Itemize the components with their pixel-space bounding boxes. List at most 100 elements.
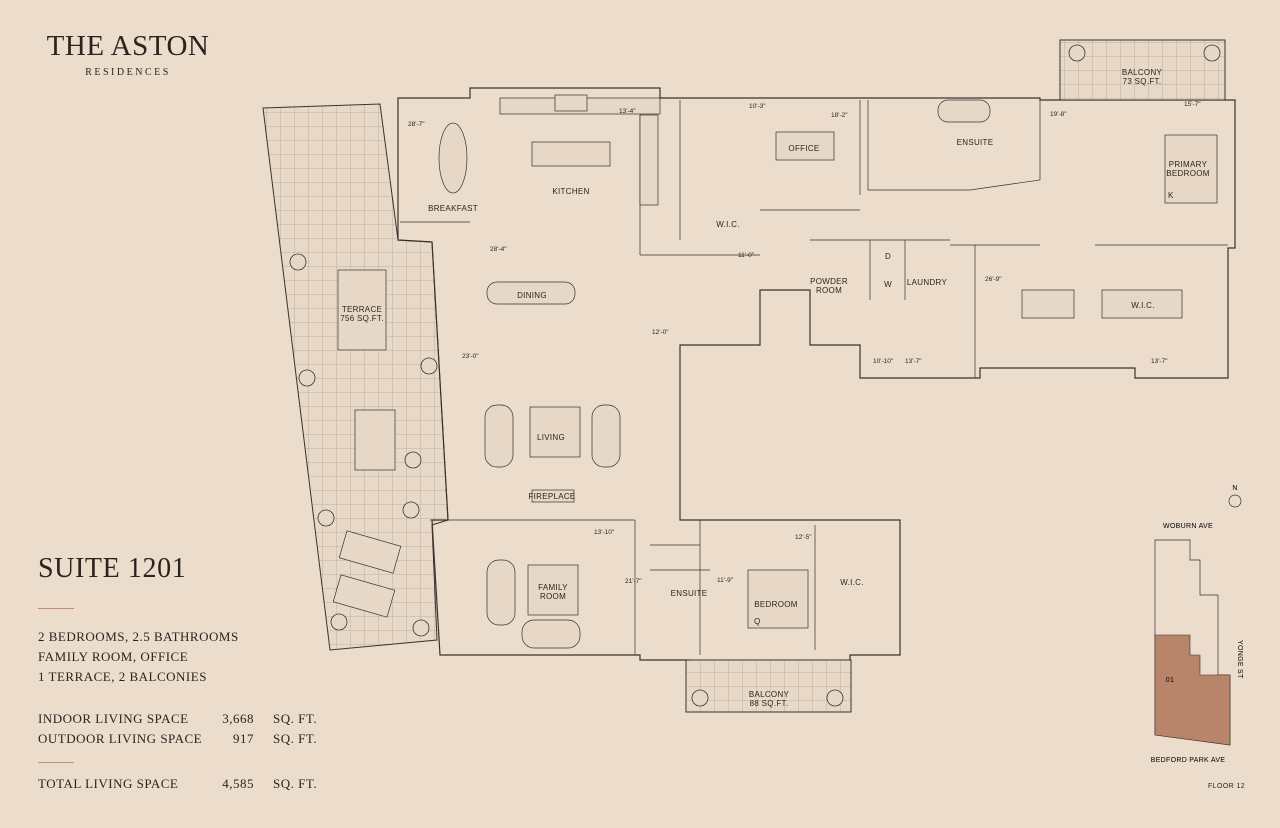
dim-family-d: 21'-7" bbox=[625, 578, 642, 585]
room-label-living: LIVING bbox=[537, 433, 565, 442]
primary-bed bbox=[1164, 134, 1218, 204]
floor-label: FLOOR 12 bbox=[1208, 783, 1246, 790]
appliance-dryer: D bbox=[885, 252, 891, 261]
dim-primary-d: 15'-7" bbox=[1184, 101, 1201, 108]
key-map: N WOBURN AVE YONGE ST BEDFORD PARK AVE 0… bbox=[1151, 485, 1243, 764]
unit-highlight bbox=[1154, 634, 1231, 746]
street-bottom: BEDFORD PARK AVE bbox=[1151, 757, 1226, 764]
room-label-powder-2: ROOM bbox=[816, 286, 842, 295]
room-label-wic-bed: W.I.C. bbox=[840, 578, 864, 587]
dim-wic-primary-w: 26'-9" bbox=[985, 276, 1002, 283]
dim-family-w: 13'-10" bbox=[594, 529, 615, 536]
office-desk bbox=[775, 131, 835, 161]
room-label-terrace-2: 756 SQ.FT. bbox=[340, 314, 383, 323]
feature-outdoor: 1 TERRACE, 2 BALCONIES bbox=[38, 669, 207, 684]
stat-total: TOTAL LIVING SPACE 4,585 SQ. FT. bbox=[38, 776, 338, 796]
dim-wic-office: 11'-0" bbox=[738, 252, 755, 259]
room-label-primary-1: PRIMARY bbox=[1169, 160, 1208, 169]
room-label-balcony-bottom-1: BALCONY bbox=[749, 690, 790, 699]
living-sofa-right bbox=[591, 404, 621, 468]
terrace-sofa bbox=[354, 409, 396, 471]
dim-wic-primary-d: 13'-7" bbox=[1151, 358, 1168, 365]
feature-rooms: FAMILY ROOM, OFFICE bbox=[38, 649, 189, 664]
stat-indoor: INDOOR LIVING SPACE 3,668 SQ. FT. bbox=[38, 711, 338, 731]
room-label-fireplace: FIREPLACE bbox=[528, 492, 575, 501]
area-total: TOTAL LIVING SPACE 4,585 SQ. FT. bbox=[38, 776, 338, 796]
kitchen-counter-side bbox=[639, 114, 659, 206]
terrace-lounger bbox=[338, 530, 402, 574]
street-right: YONGE ST bbox=[1236, 640, 1243, 679]
dim-bedroom-d: 12'-5" bbox=[795, 534, 812, 541]
room-label-ensuite-bed: ENSUITE bbox=[671, 589, 708, 598]
brand-subtitle: RESIDENCES bbox=[85, 67, 171, 78]
stat-unit: SQ. FT. bbox=[273, 711, 318, 726]
divider-rule bbox=[38, 608, 74, 609]
wic-island bbox=[1021, 289, 1075, 319]
ensuite-tub bbox=[937, 99, 991, 123]
dim-laundry-2: 13'-7" bbox=[905, 358, 922, 365]
room-label-breakfast: BREAKFAST bbox=[428, 204, 478, 213]
compass-icon bbox=[1228, 494, 1242, 508]
appliance-washer: W bbox=[884, 280, 892, 289]
balcony-top bbox=[1059, 39, 1226, 101]
room-label-ensuite: ENSUITE bbox=[957, 138, 994, 147]
balcony-bottom bbox=[685, 659, 852, 713]
room-label-primary-2: BEDROOM bbox=[1166, 169, 1209, 178]
dim-dining: 28'-4" bbox=[490, 246, 507, 253]
kitchen-island bbox=[531, 141, 611, 167]
room-label-balcony-top-2: 73 SQ.FT. bbox=[1123, 77, 1162, 86]
family-lounge bbox=[521, 619, 581, 649]
family-coffee-table bbox=[527, 564, 579, 616]
dining-table bbox=[486, 281, 576, 305]
kitchen-cooktop bbox=[554, 94, 588, 112]
room-label-wic-office: W.I.C. bbox=[716, 220, 740, 229]
room-label-family-1: FAMILY bbox=[538, 583, 568, 592]
dim-bedroom-w: 11'-9" bbox=[717, 577, 734, 584]
stat-value: 3,668 bbox=[222, 711, 254, 726]
terrace-deck bbox=[262, 103, 449, 651]
dim-office-w: 10'-3" bbox=[749, 103, 766, 110]
room-label-wic-primary: W.I.C. bbox=[1131, 301, 1155, 310]
street-top: WOBURN AVE bbox=[1163, 523, 1213, 530]
living-coffee-table bbox=[529, 406, 581, 458]
room-label-office: OFFICE bbox=[788, 144, 819, 153]
dim-primary-w: 19'-8" bbox=[1050, 111, 1067, 118]
room-label-family-2: ROOM bbox=[540, 592, 566, 601]
dim-terrace: 23'-0" bbox=[462, 353, 479, 360]
fireplace bbox=[531, 489, 575, 503]
exterior-wall bbox=[397, 87, 1236, 706]
suite-features: 2 BEDROOMS, 2.5 BATHROOMS FAMILY ROOM, O… bbox=[38, 627, 239, 687]
living-sofa-left bbox=[484, 404, 514, 468]
divider-rule bbox=[38, 762, 74, 763]
room-label-balcony-top-1: BALCONY bbox=[1122, 68, 1163, 77]
room-label-laundry: LAUNDRY bbox=[907, 278, 948, 287]
dim-breakfast: 28'-7" bbox=[408, 121, 425, 128]
brand-title: THE ASTON bbox=[46, 30, 210, 62]
interior-walls bbox=[397, 98, 1228, 655]
room-label-terrace-1: TERRACE bbox=[342, 305, 382, 314]
stat-label: INDOOR LIVING SPACE bbox=[38, 711, 189, 726]
area-stats: INDOOR LIVING SPACE 3,668 SQ. FT. OUTDOO… bbox=[38, 711, 338, 751]
stat-value: 917 bbox=[233, 731, 254, 746]
dim-office-d: 18'-2" bbox=[831, 112, 848, 119]
stat-outdoor: OUTDOOR LIVING SPACE 917 SQ. FT. bbox=[38, 731, 338, 751]
unit-number: 01 bbox=[1166, 677, 1174, 684]
dim-hall: 12'-0" bbox=[652, 329, 669, 336]
feature-bedrooms: 2 BEDROOMS, 2.5 BATHROOMS bbox=[38, 629, 239, 644]
room-label-kitchen: KITCHEN bbox=[552, 187, 589, 196]
room-label-dining: DINING bbox=[517, 291, 547, 300]
suite-title: SUITE 1201 bbox=[38, 553, 187, 584]
terrace-lounger bbox=[332, 574, 396, 618]
bed-size-k: K bbox=[1168, 191, 1174, 200]
stat-label: TOTAL LIVING SPACE bbox=[38, 776, 179, 791]
north-label: N bbox=[1232, 485, 1237, 492]
brand-logo: THE ASTON RESIDENCES bbox=[38, 30, 218, 79]
dim-kitchen: 13'-4" bbox=[619, 108, 636, 115]
plant-icons bbox=[289, 44, 1221, 707]
stat-value: 4,585 bbox=[222, 776, 254, 791]
room-label-bedroom: BEDROOM bbox=[754, 600, 797, 609]
stat-label: OUTDOOR LIVING SPACE bbox=[38, 731, 203, 746]
room-label-balcony-bottom-2: 88 SQ.FT. bbox=[750, 699, 789, 708]
stat-unit: SQ. FT. bbox=[273, 731, 318, 746]
